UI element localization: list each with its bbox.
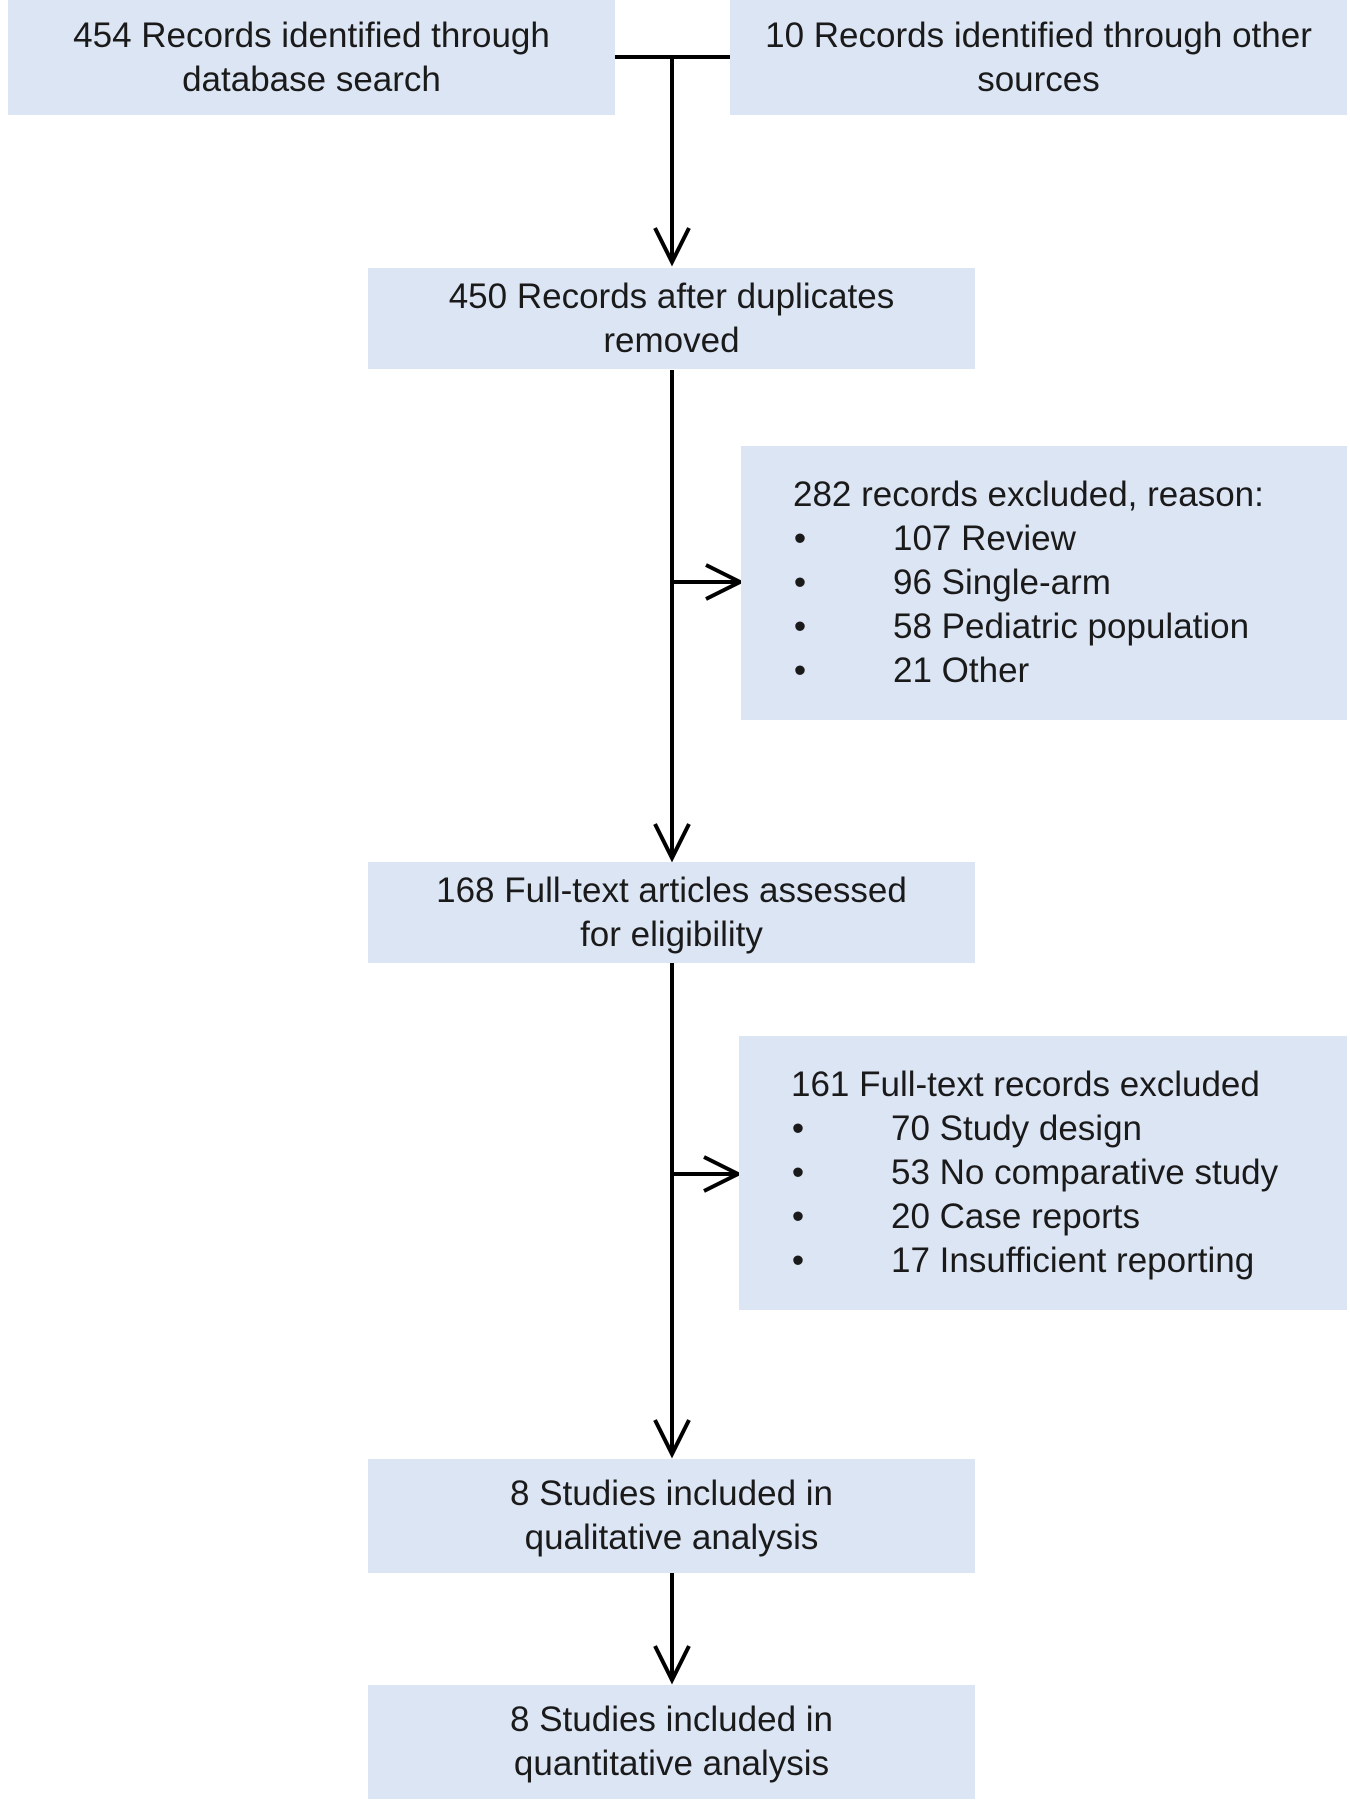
quantitative-line-2: quantitative analysis (513, 1744, 830, 1783)
list-item: • 20 Case reports (791, 1195, 1347, 1239)
bullet-icon: • (793, 651, 807, 690)
list-item: • 17 Insufficient reporting (791, 1239, 1347, 1283)
after-duplicates-line-1: 450 Records after duplicates (448, 276, 895, 316)
bullet-icon: • (791, 1197, 805, 1236)
list-item-text: 53 No comparative study (891, 1153, 1279, 1192)
records-excluded-list: • 107 Review • 96 Single-arm • 58 Pediat… (793, 517, 1347, 693)
list-item: • 21 Other (793, 649, 1347, 693)
arrowhead-quantitative (653, 1645, 691, 1685)
other-sources-line-2: sources (977, 59, 1100, 99)
list-item-text: 20 Case reports (891, 1197, 1141, 1236)
full-text-assessed-line-1: 168 Full-text articles assessed (436, 870, 907, 910)
database-search-line-1: 454 Records identified through (73, 15, 550, 55)
list-item: • 70 Study design (791, 1107, 1347, 1151)
qualitative-line-1: 8 Studies included in (510, 1474, 833, 1513)
list-item: • 107 Review (793, 517, 1347, 561)
list-item: • 96 Single-arm (793, 561, 1347, 605)
quantitative-line-1: 8 Studies included in (510, 1700, 833, 1739)
other-sources-line-1: 10 Records identified through other (765, 15, 1312, 55)
bullet-icon: • (791, 1241, 805, 1280)
after-duplicates-line-2: removed (603, 320, 740, 360)
bullet-icon: • (793, 607, 807, 646)
list-item-text: 17 Insufficient reporting (891, 1241, 1255, 1280)
list-item-text: 96 Single-arm (893, 563, 1111, 602)
qualitative-analysis-box: 8 Studies included in qualitative analys… (368, 1459, 975, 1573)
qualitative-line-2: qualitative analysis (524, 1518, 819, 1557)
full-text-assessed-box: 168 Full-text articles assessed for elig… (368, 862, 975, 963)
other-sources-box: 10 Records identified through other sour… (730, 0, 1347, 115)
full-text-excluded-title: 161 Full-text records excluded (791, 1065, 1260, 1104)
full-text-assessed-line-2: for eligibility (580, 914, 763, 954)
bullet-icon: • (791, 1153, 805, 1192)
full-text-excluded-list: • 70 Study design • 53 No comparative st… (791, 1107, 1347, 1283)
arrowhead-full-text-excluded (703, 1155, 743, 1193)
list-item-text: 21 Other (893, 651, 1030, 690)
after-duplicates-box: 450 Records after duplicates removed (368, 268, 975, 369)
list-item-text: 70 Study design (891, 1109, 1143, 1148)
list-item-text: 58 Pediatric population (893, 607, 1250, 646)
list-item-text: 107 Review (893, 519, 1076, 558)
database-search-line-2: database search (182, 59, 441, 99)
list-item: • 53 No comparative study (791, 1151, 1347, 1195)
quantitative-analysis-box: 8 Studies included in quantitative analy… (368, 1685, 975, 1799)
arrowhead-after-duplicates (653, 227, 691, 267)
full-text-excluded-box: 161 Full-text records excluded • 70 Stud… (739, 1036, 1347, 1310)
records-excluded-box: 282 records excluded, reason: • 107 Revi… (741, 446, 1347, 720)
records-excluded-title: 282 records excluded, reason: (793, 475, 1264, 514)
bullet-icon: • (793, 519, 807, 558)
arrowhead-qualitative (653, 1419, 691, 1459)
database-search-box: 454 Records identified through database … (8, 0, 615, 115)
bullet-icon: • (791, 1109, 805, 1148)
arrowhead-records-excluded (705, 563, 745, 601)
arrowhead-full-text-assessed (653, 823, 691, 863)
list-item: • 58 Pediatric population (793, 605, 1347, 649)
bullet-icon: • (793, 563, 807, 602)
